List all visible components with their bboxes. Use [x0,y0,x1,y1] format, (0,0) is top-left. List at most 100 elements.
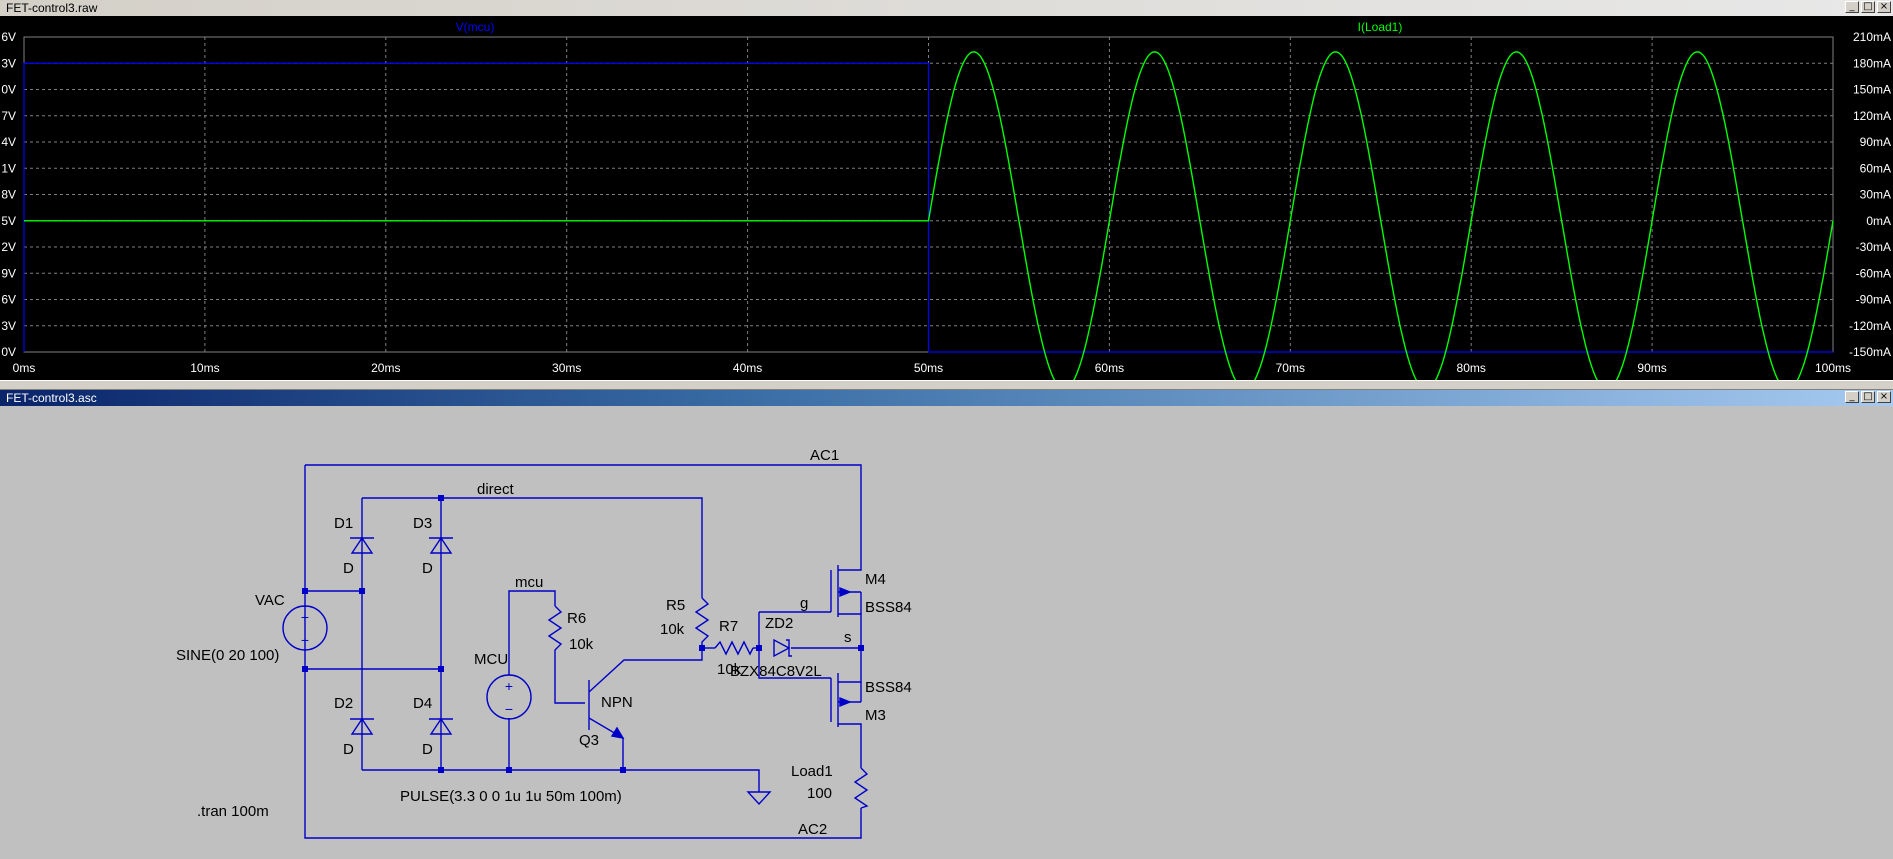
x-tick-label: 70ms [1276,361,1305,375]
left-tick-label: 4V [1,135,16,149]
label-r5-value: 10k [660,621,685,638]
spice-directive-tran[interactable]: .tran 100m [197,803,269,820]
label-r5: R5 [666,597,685,614]
label-d1-model: D [343,560,354,577]
label-load1-value: 100 [807,785,832,802]
right-tick-label: 90mA [1860,135,1891,149]
net-label-ac1: AC1 [810,447,839,464]
schematic-window-title: FET-control3.asc [6,391,97,405]
right-tick-label: -60mA [1856,266,1891,280]
label-m3: M3 [865,707,886,724]
net-label-direct: direct [477,481,515,498]
bridge-diodes [350,536,453,735]
net-label-ac2: AC2 [798,821,827,838]
minimize-button[interactable]: _ [1845,1,1859,13]
label-m3-model: BSS84 [865,679,912,696]
maximize-button[interactable]: □ [1861,391,1875,403]
ground-symbol [746,791,772,806]
net-label-mcu: mcu [515,574,543,591]
series-vmcu [23,62,1833,353]
zener-zd2-symbol [773,638,791,658]
schematic-window-titlebar[interactable]: FET-control3.asc _ □ × [0,390,1893,406]
close-button[interactable]: × [1877,391,1891,403]
net-label-s: s [844,629,852,646]
left-tick-label: 0V [1,345,16,359]
label-m4-model: BSS84 [865,599,912,616]
right-tick-label: 180mA [1853,56,1891,70]
diode-d4-symbol [429,717,453,735]
right-tick-label: 0mA [1866,214,1891,228]
label-r7-value: 10k [717,661,742,678]
net-label-g: g [800,595,808,612]
diode-d2-symbol [350,717,374,735]
label-zd2: ZD2 [765,615,793,632]
label-vac: VAC [255,592,285,609]
x-tick-label: 60ms [1095,361,1124,375]
label-d4-model: D [422,741,433,758]
left-tick-label: 0V [1,83,16,97]
label-d2-model: D [343,741,354,758]
left-tick-label: 1V [1,161,16,175]
label-d3: D3 [413,515,432,532]
label-q3-model: NPN [601,694,633,711]
mcu-source-symbol [486,674,532,720]
waveform-window-titlebar[interactable]: FET-control3.raw _ □ × [0,0,1893,16]
left-tick-label: 3V [1,319,16,333]
right-tick-label: 60mA [1860,161,1891,175]
left-tick-label: 6V [1,293,16,307]
x-tick-label: 10ms [190,361,219,375]
right-tick-label: -90mA [1856,293,1891,307]
junction-dots [302,495,864,773]
x-tick-label: 80ms [1457,361,1486,375]
resistor-r6-symbol [547,605,563,653]
svg-text:+: + [301,609,309,625]
trace-label-vmcu[interactable]: V(mcu) [456,20,495,34]
label-load1: Load1 [791,763,833,780]
x-tick-label: 90ms [1637,361,1666,375]
label-r6-value: 10k [569,636,594,653]
right-tick-label: 150mA [1853,83,1891,97]
right-tick-label: -120mA [1849,319,1891,333]
waveform-window-title: FET-control3.raw [6,1,98,15]
x-tick-label: 20ms [371,361,400,375]
left-tick-label: 3V [1,56,16,70]
label-zd2-model: BZX84C8V2L [730,663,822,680]
x-tick-label: 50ms [914,361,943,375]
right-tick-label: 210mA [1853,30,1891,44]
vac-source-symbol [282,605,328,651]
maximize-button[interactable]: □ [1861,1,1875,13]
left-tick-label: 5V [1,214,16,228]
schematic-wires [304,464,862,839]
right-tick-label: -150mA [1849,345,1891,359]
close-button[interactable]: × [1877,1,1891,13]
svg-text:+: + [505,678,513,694]
resistor-load1-symbol [853,767,869,809]
schematic-drawing[interactable]: + − + − [0,406,1893,854]
label-m4: M4 [865,571,886,588]
x-tick-label: 0ms [13,361,36,375]
x-tick-label: 100ms [1815,361,1851,375]
x-tick-label: 40ms [733,361,762,375]
left-tick-label: 9V [1,266,16,280]
label-mcu-value: PULSE(3.3 0 0 1u 1u 50m 100m) [400,788,622,805]
label-r7: R7 [719,618,738,635]
label-d2: D2 [334,695,353,712]
left-tick-label: 7V [1,109,16,123]
minimize-button[interactable]: _ [1845,391,1859,403]
diode-d1-symbol [350,536,374,554]
right-tick-label: -30mA [1856,240,1891,254]
schematic-canvas[interactable]: + − + − [0,406,1893,854]
label-vac-value: SINE(0 20 100) [176,647,279,664]
label-d3-model: D [422,560,433,577]
label-d4: D4 [413,695,432,712]
label-mcu-source: MCU [474,651,508,668]
trace-label-iload1[interactable]: I(Load1) [1358,20,1403,34]
pane-splitter[interactable] [0,380,1893,390]
left-tick-label: 2V [1,240,16,254]
left-tick-label: 8V [1,188,16,202]
label-d1: D1 [334,515,353,532]
